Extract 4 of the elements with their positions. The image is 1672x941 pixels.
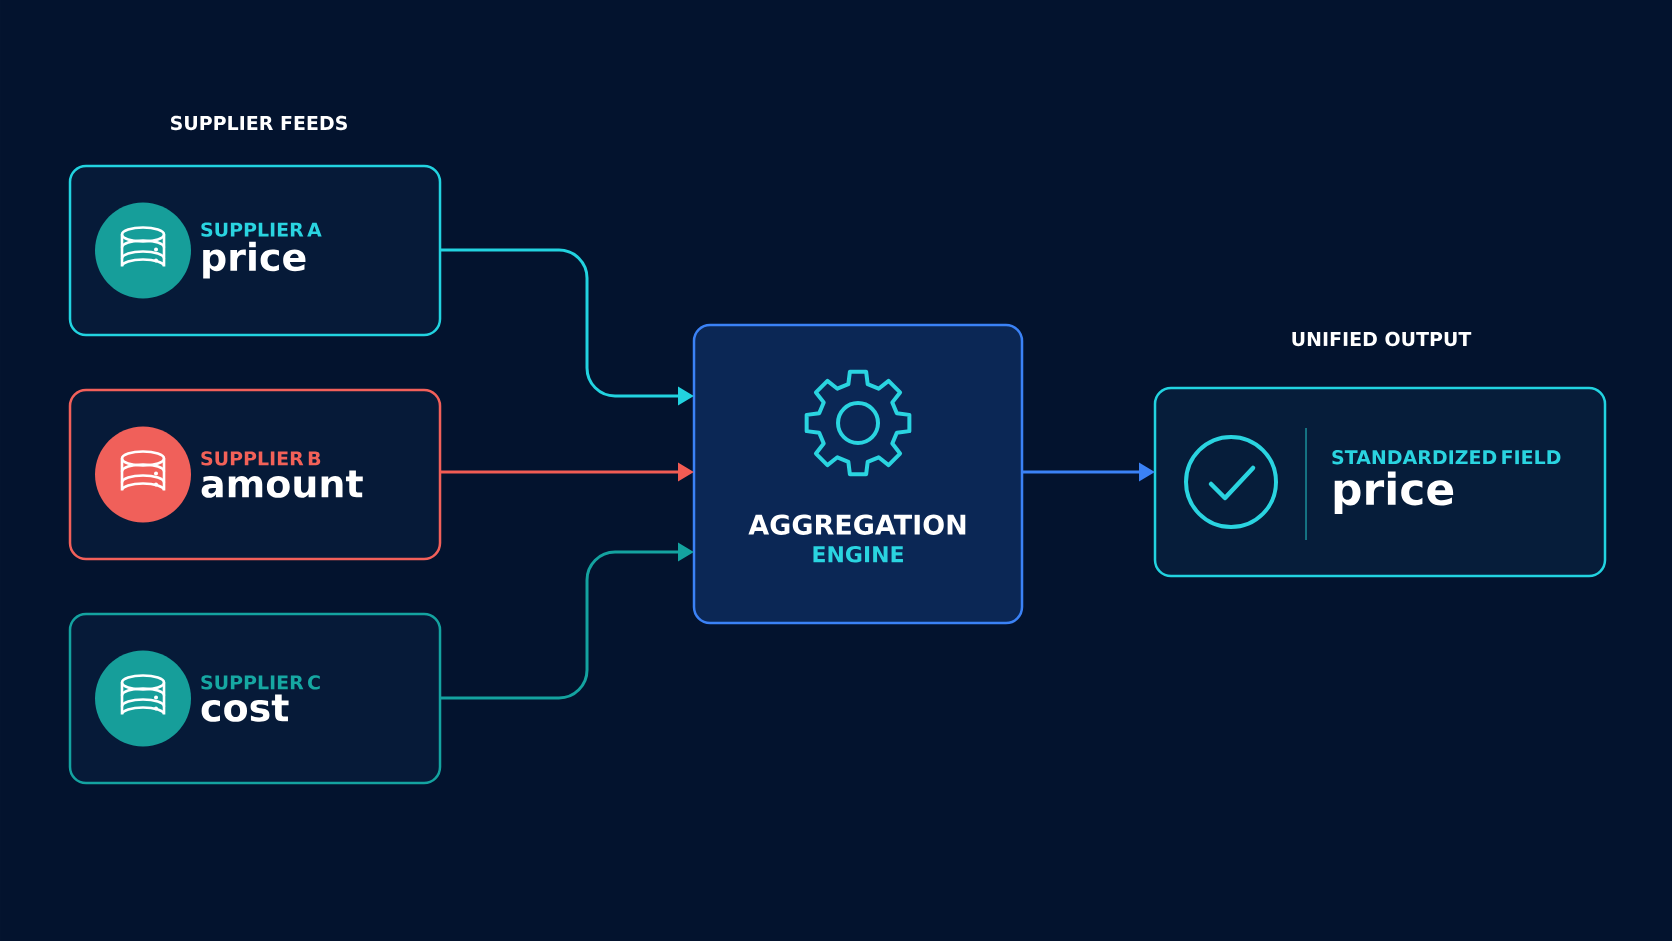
engine-box: AGGREGATION ENGINE <box>692 323 1024 625</box>
output-box: STANDARDIZED FIELD price <box>1153 386 1607 578</box>
section-heading: UNIFIED OUTPUT <box>1292 331 1472 347</box>
section-heading: SUPPLIER FEEDS <box>171 115 347 131</box>
